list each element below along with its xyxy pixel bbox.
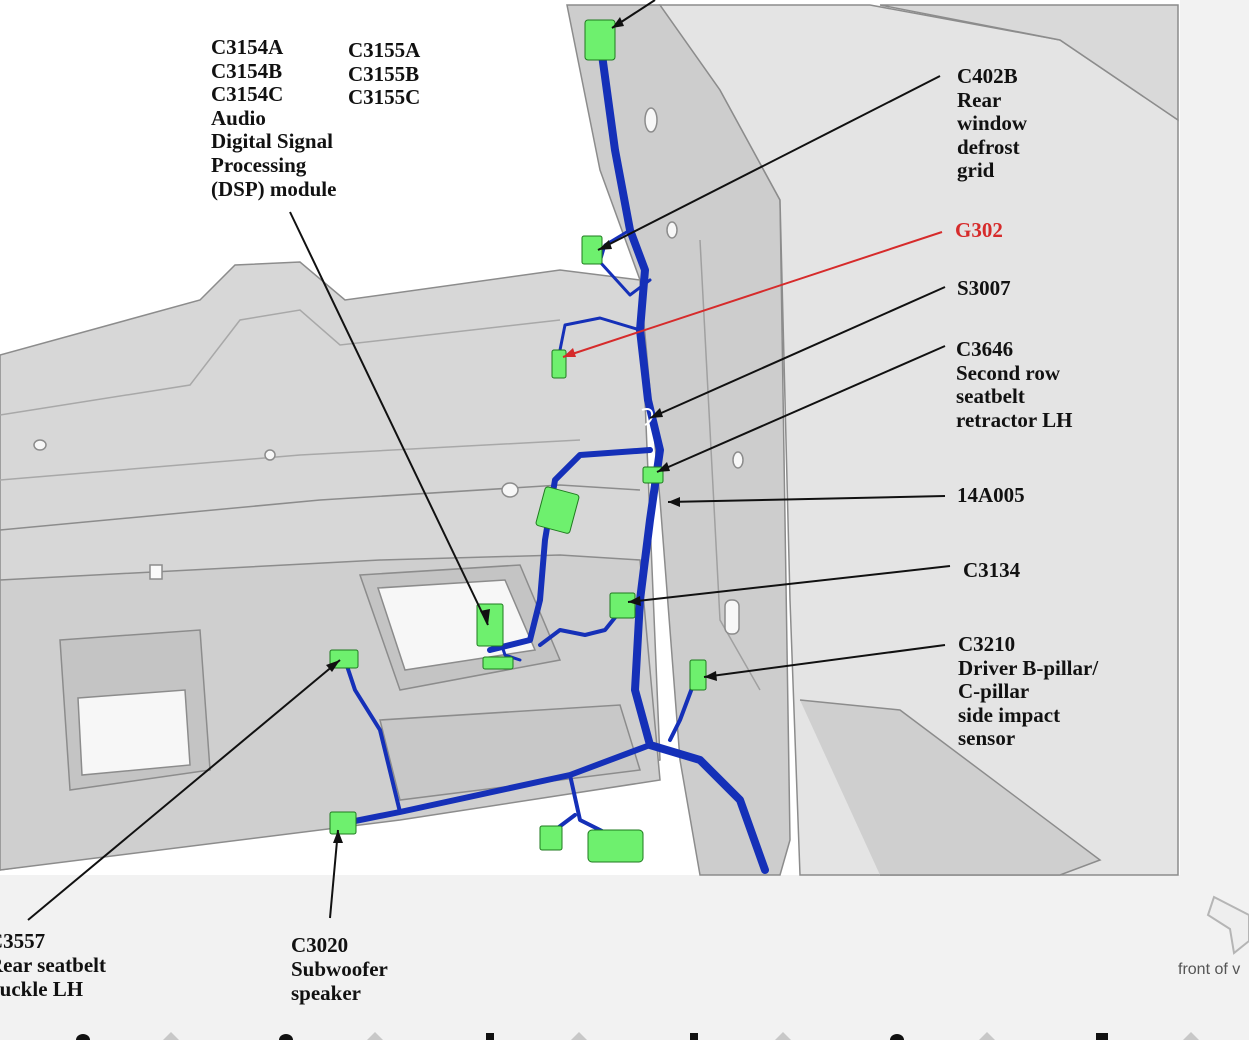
leader-c3210 [703,644,946,678]
leader-c3646 [656,345,946,473]
leader-c3134 [627,565,951,603]
connectors [329,19,707,863]
callout-14a005: 14A005 [957,483,1025,507]
connector-c402b [581,235,603,265]
view-direction-caption: front of v [1178,961,1241,978]
arrow-heads [326,17,717,843]
connector-c3210 [689,659,707,691]
callout-c3210: C3210 Driver B-pillar/ C-pillar side imp… [958,632,1099,751]
leader-c3020 [329,829,339,919]
view-direction-arrow-icon [1206,895,1249,955]
connector-floor-b [587,829,644,863]
bottom-page-strip [76,1032,1199,1040]
leader-14a005 [667,495,946,503]
leader-c3557 [27,659,341,921]
callout-c3134: C3134 [963,558,1021,582]
callout-c402b: C402B Rear window defrost grid [957,64,1028,183]
leader-dsp [289,211,489,626]
leader-g302 [562,231,943,358]
callout-s3007: S3007 [957,276,1011,300]
callout-c3646: C3646 Second row seatbelt retractor LH [956,337,1073,432]
leader-s3007 [649,286,946,419]
connector-c3134 [609,592,636,619]
arrow-head-g302 [563,348,576,357]
splice-s3007 [641,408,654,426]
connector-top [584,19,616,61]
leader-lines [27,0,951,921]
connector-c3020 [329,811,357,835]
callout-dsp-module: C3154A C3154B C3154C Audio Digital Signa… [211,35,337,201]
callout-c3155: C3155A C3155B C3155C [348,38,421,110]
connector-g302 [551,349,567,379]
connector-dsp-small [482,656,514,670]
harness-14a005 [343,36,769,874]
callout-c3020: C3020 Subwoofer speaker [291,933,388,1005]
callout-g302: G302 [955,218,1003,242]
connector-inline-large [535,486,580,534]
leader-c402b [597,75,941,251]
callout-c3557: C3557 Rear seatbelt buckle LH [0,929,106,1001]
connector-floor-a [539,825,563,851]
